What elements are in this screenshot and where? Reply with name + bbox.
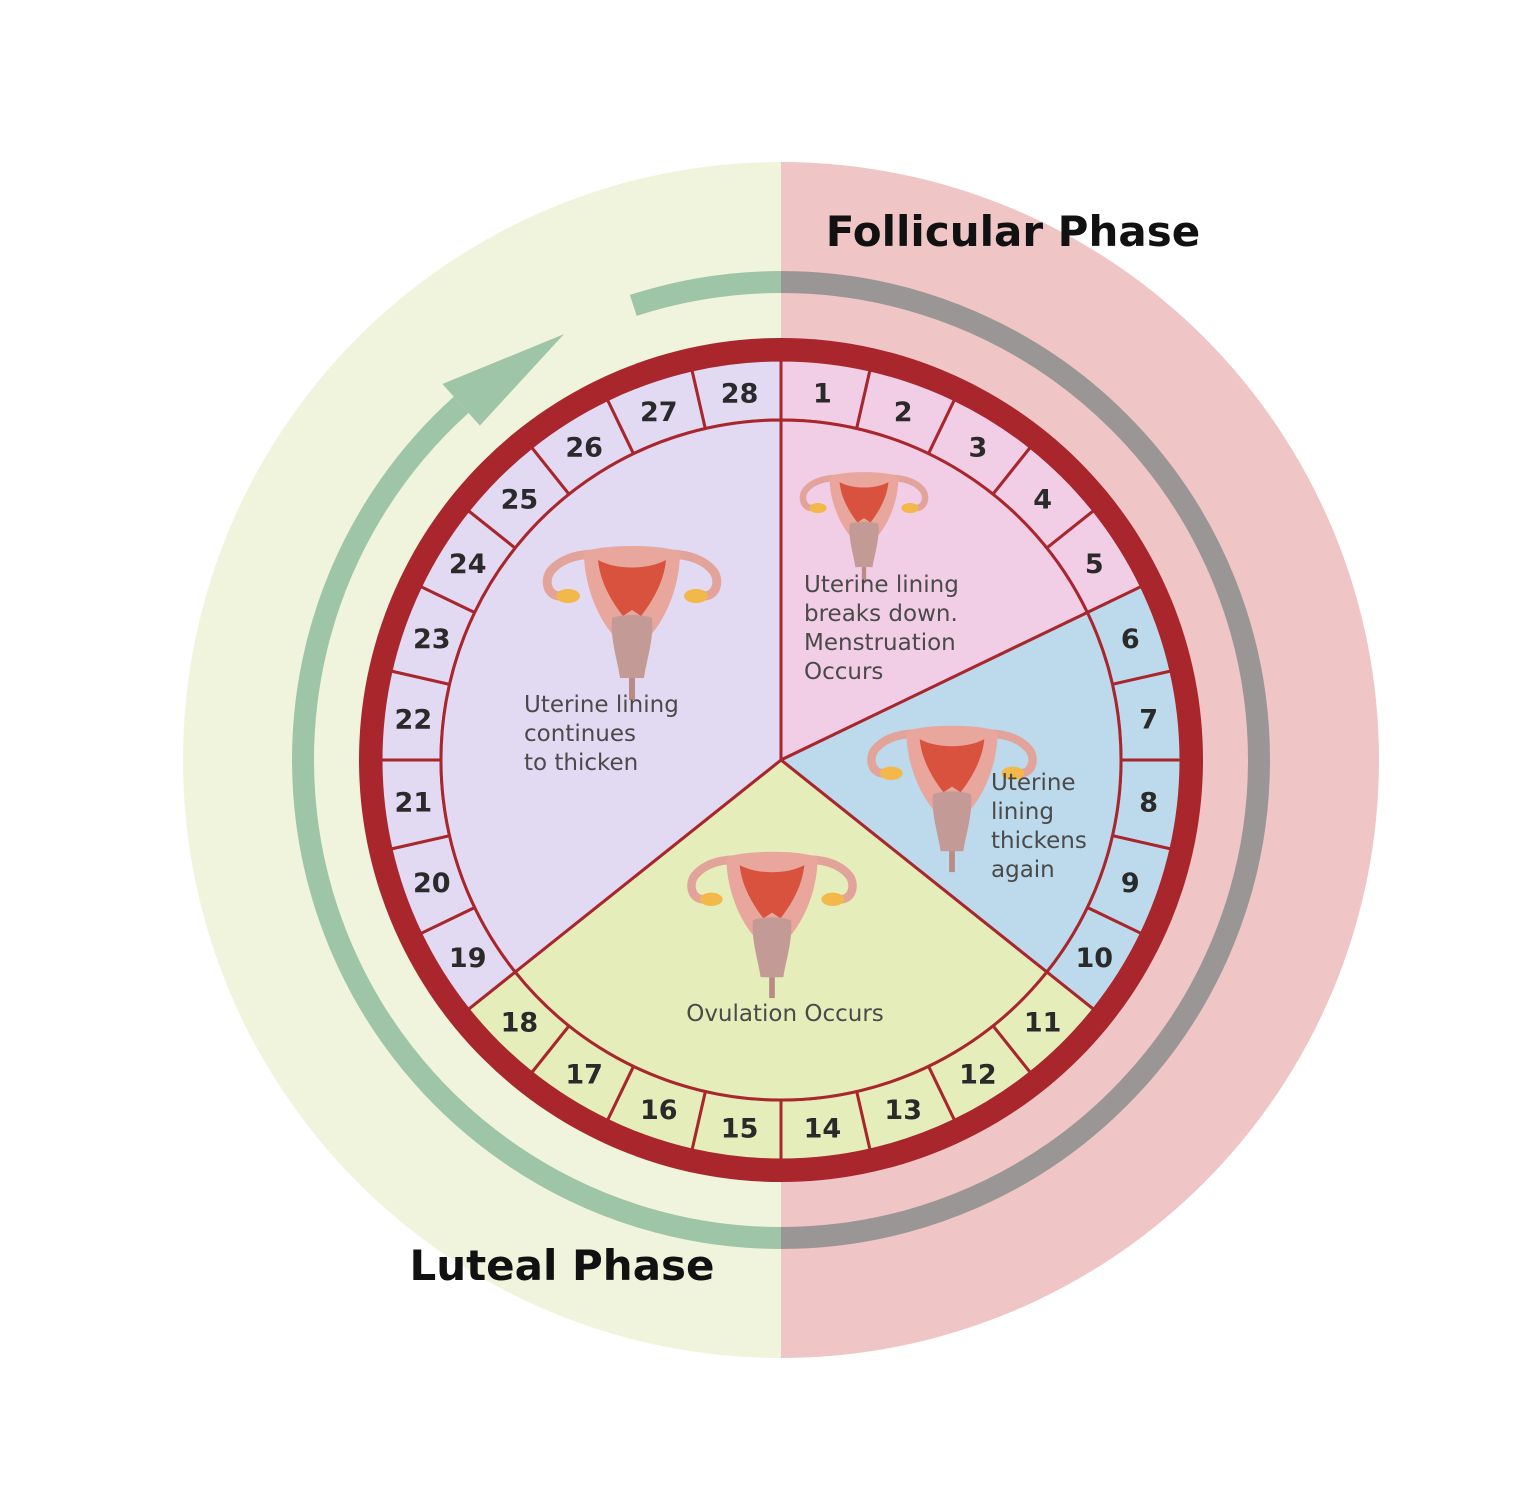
day-label: 26	[565, 433, 603, 464]
segment-description-line: again	[991, 857, 1055, 883]
day-label: 25	[501, 484, 539, 515]
segment-description-line: continues	[524, 721, 636, 747]
segment-description-line: Ovulation Occurs	[686, 1001, 884, 1027]
segment-description-line: breaks down.	[804, 601, 958, 627]
day-label: 3	[968, 433, 987, 464]
day-label: 6	[1121, 624, 1140, 655]
day-label: 1	[813, 378, 832, 409]
day-label: 22	[395, 705, 433, 736]
day-label: 4	[1033, 484, 1052, 515]
day-label: 17	[565, 1059, 603, 1090]
segment-description-line: to thicken	[524, 750, 638, 776]
segment-description-line: thickens	[991, 828, 1087, 854]
day-label: 15	[721, 1114, 759, 1145]
day-label: 5	[1085, 549, 1104, 580]
green-cycle-arc-top	[629, 271, 782, 316]
follicular-phase-label: Follicular Phase	[826, 207, 1200, 256]
day-label: 20	[413, 868, 451, 899]
cycle-arrow-head	[442, 334, 564, 426]
day-label: 27	[640, 397, 678, 428]
day-label: 12	[959, 1059, 997, 1090]
day-label: 21	[395, 787, 433, 818]
day-label: 9	[1121, 868, 1140, 899]
segment-description-line: Uterine lining	[804, 572, 959, 598]
green-cycle-arc	[292, 396, 782, 1249]
segment-description-line: Uterine	[991, 770, 1076, 796]
day-label: 19	[449, 943, 487, 974]
day-label: 13	[884, 1095, 922, 1126]
day-label: 16	[640, 1095, 678, 1126]
day-label: 10	[1075, 943, 1113, 974]
day-label: 14	[804, 1114, 842, 1145]
luteal-phase-label: Luteal Phase	[409, 1241, 714, 1290]
day-label: 23	[413, 624, 451, 655]
segment-description-line: Menstruation	[804, 630, 956, 656]
segment-description-line: Uterine lining	[524, 692, 679, 718]
day-label: 8	[1139, 787, 1158, 818]
day-label: 11	[1024, 1008, 1062, 1039]
segment-description-line: lining	[991, 799, 1054, 825]
segment-description-line: Occurs	[804, 659, 883, 685]
day-label: 28	[721, 378, 759, 409]
day-label: 7	[1139, 705, 1158, 736]
day-label: 24	[449, 549, 487, 580]
grey-cycle-arc	[781, 271, 1270, 1249]
day-label: 18	[501, 1008, 539, 1039]
day-label: 2	[894, 397, 913, 428]
